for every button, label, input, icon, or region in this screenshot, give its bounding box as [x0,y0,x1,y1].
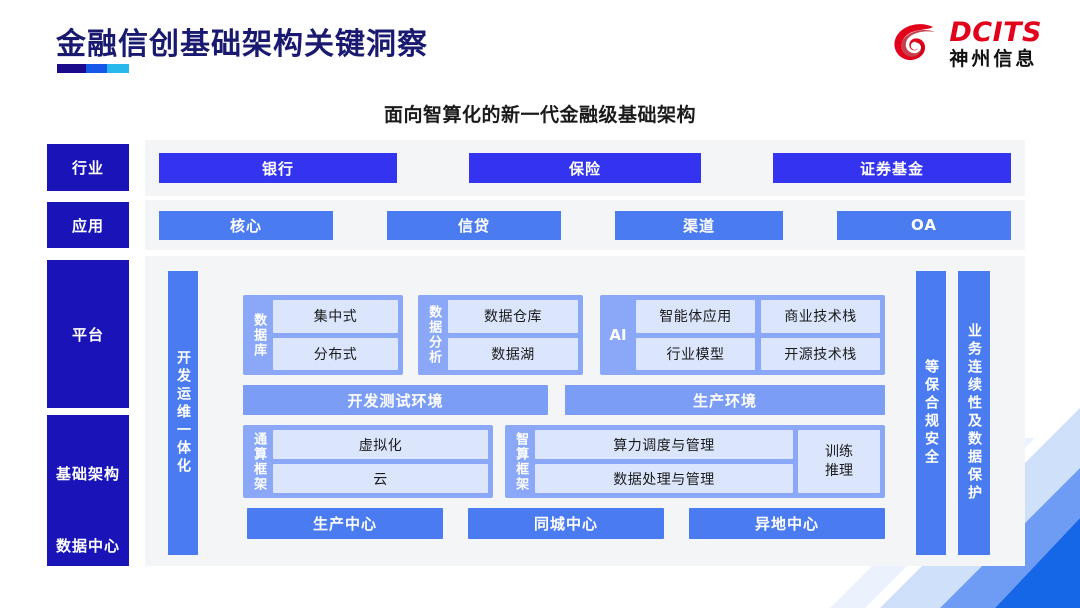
diagram-subtitle: 面向智算化的新一代金融级基础架构 [383,104,696,126]
dcits-swirl-icon [889,18,941,70]
sidebar-item-data-center[interactable]: 数据中心 [47,524,129,566]
group-ai: AI 智能体应用 行业模型 商业技术栈 开源技术栈 [600,295,885,375]
industry-band: 银行 保险 证券基金 [145,140,1025,196]
vertical-bar-devops[interactable]: 开发运维一体化 [168,271,198,555]
env-bar-production[interactable]: 生产环境 [565,385,885,415]
vertical-bar-continuity[interactable]: 业务连续性及数据保护 [958,271,990,555]
group-data-analysis-title: 数据分析 [426,305,442,365]
industry-chip-insurance[interactable]: 保险 [469,153,701,183]
company-logo: DCITS 神州信息 [889,18,1042,70]
app-chip-credit[interactable]: 信贷 [387,210,561,240]
sidebar-item-application[interactable]: 应用 [47,202,129,248]
group-data-analysis: 数据分析 数据仓库 数据湖 [418,295,583,375]
cell-agent-application[interactable]: 智能体应用 [636,300,755,333]
group-intelligent-framework-title: 智算框架 [513,431,529,492]
cell-commercial-stack[interactable]: 商业技术栈 [761,300,880,333]
cell-opensource-stack[interactable]: 开源技术栈 [761,337,880,370]
cell-cloud[interactable]: 云 [273,464,488,493]
logo-text-cn: 神州信息 [949,48,1038,70]
cell-data-processing[interactable]: 数据处理与管理 [535,464,793,493]
group-database-title: 数据库 [251,312,267,358]
cell-data-warehouse[interactable]: 数据仓库 [448,300,578,333]
cell-database-centralized[interactable]: 集中式 [273,300,398,333]
cell-data-lake[interactable]: 数据湖 [448,337,578,370]
group-intelligent-framework: 智算框架 算力调度与管理 数据处理与管理 训练 推理 [505,425,885,498]
app-chip-oa[interactable]: OA [837,210,1011,240]
dc-bar-remote-center[interactable]: 异地中心 [689,508,885,539]
application-band: 核心 信贷 渠道 OA [145,200,1025,250]
cell-compute-scheduling[interactable]: 算力调度与管理 [535,430,793,459]
env-bar-dev-test[interactable]: 开发测试环境 [243,385,548,415]
inference-label: 推理 [825,462,853,479]
sidebar-item-infrastructure[interactable]: 基础架构 [47,415,129,532]
sidebar-item-platform[interactable]: 平台 [47,260,129,408]
title-accent-bar [57,64,129,73]
accent-segment-3 [107,64,129,73]
group-database: 数据库 集中式 分布式 [243,295,403,375]
logo-text-en: DCITS [949,17,1042,48]
cell-training-inference[interactable]: 训练 推理 [798,430,880,493]
training-label: 训练 [825,443,853,460]
cell-database-distributed[interactable]: 分布式 [273,337,398,370]
cell-industry-model[interactable]: 行业模型 [636,337,755,370]
industry-chip-securities-fund[interactable]: 证券基金 [773,153,1011,183]
vertical-bar-security[interactable]: 等保合规安全 [916,271,946,555]
group-ai-title: AI [609,326,627,344]
cell-virtualization[interactable]: 虚拟化 [273,430,488,459]
app-chip-core[interactable]: 核心 [159,210,333,240]
group-compute-framework: 通算框架 虚拟化 云 [243,425,493,498]
industry-chip-bank[interactable]: 银行 [159,153,397,183]
dc-bar-production-center[interactable]: 生产中心 [247,508,443,539]
sidebar-item-industry[interactable]: 行业 [47,144,129,191]
page-header: 金融信创基础架构关键洞察 DCITS 神州信息 [0,0,1080,92]
accent-segment-2 [85,64,108,73]
page-title: 金融信创基础架构关键洞察 [56,27,428,62]
group-compute-framework-title: 通算框架 [251,431,267,492]
accent-segment-1 [57,64,86,73]
dc-bar-same-city-center[interactable]: 同城中心 [468,508,664,539]
app-chip-channel[interactable]: 渠道 [615,210,783,240]
architecture-diagram: 行业 应用 平台 基础架构 数据中心 银行 保险 证券基金 核心 信贷 渠道 O… [0,140,1080,570]
